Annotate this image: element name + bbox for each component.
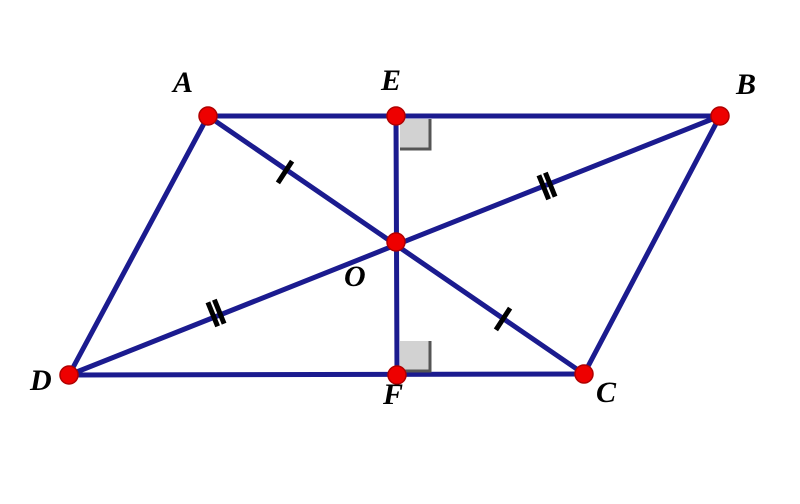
tick-stroke	[205, 301, 220, 328]
vertex-points-layer	[59, 106, 730, 385]
right-angle-square	[400, 119, 430, 149]
tick-do	[205, 298, 227, 328]
tick-stroke	[275, 159, 295, 185]
tick-ao	[275, 159, 295, 185]
vertex-label-d: D	[30, 364, 52, 397]
tick-oc	[493, 306, 513, 332]
right-angle-square	[400, 341, 430, 371]
vertex-point-e	[386, 106, 406, 126]
right-angle-markers-layer	[400, 119, 432, 373]
tick-ob	[536, 171, 558, 201]
side-ad	[66, 113, 211, 378]
tick-marks-layer	[205, 159, 558, 332]
vertex-point-c	[574, 364, 594, 384]
vertex-label-c: C	[596, 376, 617, 409]
vertex-point-a	[198, 106, 218, 126]
vertex-label-o: O	[344, 260, 366, 293]
vertex-label-f: F	[383, 378, 404, 411]
tick-stroke	[493, 306, 513, 332]
right-angle-marker-f	[400, 341, 432, 373]
right-angle-marker-e	[400, 119, 432, 151]
vertex-point-b	[710, 106, 730, 126]
vertex-point-o	[386, 232, 406, 252]
vertex-point-f	[387, 365, 407, 385]
tick-stroke	[212, 298, 227, 325]
vertex-label-e: E	[381, 64, 402, 97]
vertex-label-b: B	[736, 68, 757, 101]
side-bc	[581, 113, 723, 377]
side-dc	[66, 371, 587, 378]
vertex-label-a: A	[173, 66, 194, 99]
vertex-point-d	[59, 365, 79, 385]
tick-stroke	[536, 174, 551, 201]
tick-stroke	[543, 171, 558, 198]
right-angle-corner-stroke	[400, 341, 432, 373]
right-angle-corner-stroke	[400, 119, 432, 151]
